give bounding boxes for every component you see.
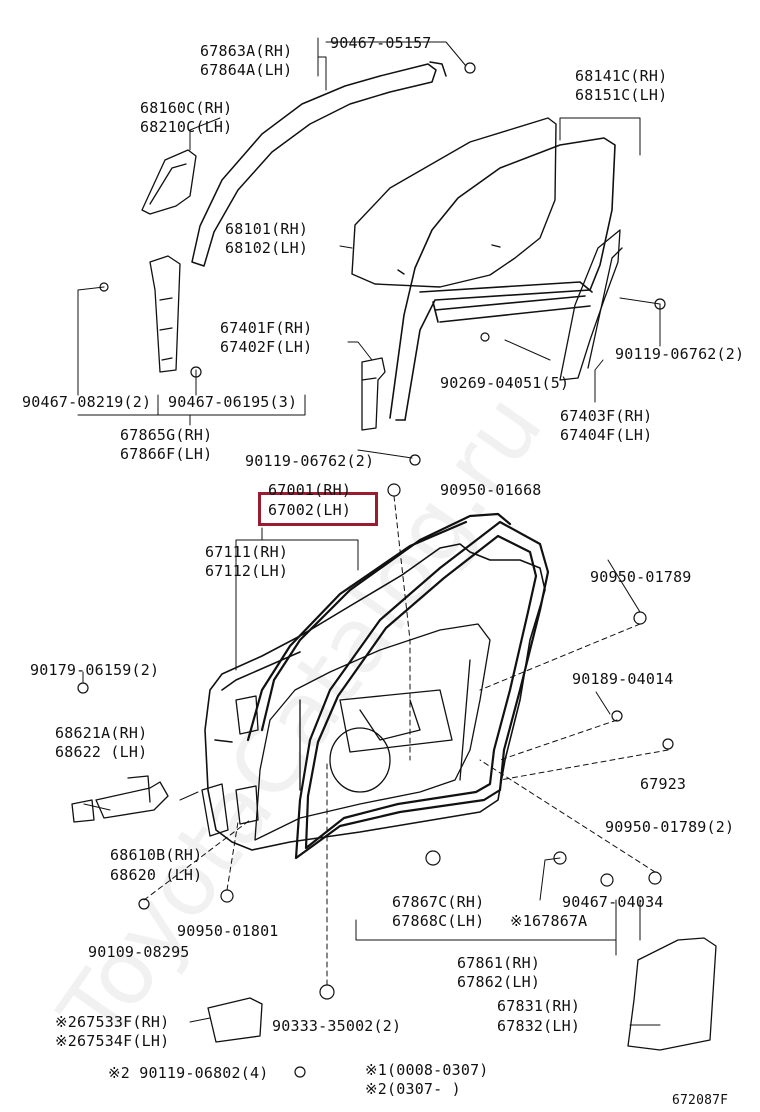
highlight-box [258,492,378,526]
label-90950-01668: 90950-01668 [440,481,542,499]
label-90467-04034: 90467-04034 [562,893,664,911]
label-67867a: ※167867A [510,912,588,930]
label-68610b: 68610B(RH) [110,846,203,864]
label-68151c: 68151C(LH) [575,86,668,104]
label-90269-04051: 90269-04051(5) [440,374,570,392]
division-bar [361,357,386,431]
leader-lines-lower-solid [82,527,661,1026]
label-68101: 68101(RH) [225,220,309,238]
label-67923: 67923 [640,775,687,793]
label-90189-04014: 90189-04014 [572,670,674,688]
footnote-1: ※1(0008-0307) [365,1061,489,1079]
label-90467-06195: 90467-06195(3) [168,393,298,411]
label-67002: 67002(LH) [268,501,352,519]
label-90467-05157: 90467-05157 [330,34,432,52]
hinges [201,695,259,837]
label-67862: 67862(LH) [457,973,541,991]
label-67864a: 67864A(LH) [200,61,293,79]
label-67001: 67001(RH) [268,481,352,499]
label-90119-06762-lower: 90119-06762(2) [245,452,375,470]
label-67832: 67832(LH) [497,1017,581,1035]
footnote-2: ※2(0307- ) [365,1080,461,1098]
label-68160c: 68160C(RH) [140,99,233,117]
label-90467-08219: 90467-08219(2) [22,393,152,411]
corner-piece [141,149,197,215]
label-90950-01789-2: 90950-01789(2) [605,818,735,836]
label-67861: 67861(RH) [457,954,541,972]
label-68102: 68102(LH) [225,239,309,257]
label-67111: 67111(RH) [205,543,289,561]
label-67867c: 67867C(RH) [392,893,485,911]
label-68622: 68622 (LH) [55,743,148,761]
label-90950-01801: 90950-01801 [177,922,279,940]
diagram-id: 672087F [672,1093,729,1108]
label-67404f: 67404F(LH) [560,426,653,444]
label-67533f: ※267533F(RH) [55,1013,170,1031]
label-90950-01789: 90950-01789 [590,568,692,586]
label-67868c: 67868C(LH) [392,912,485,930]
rear-run-channel [559,229,623,381]
top-molding [191,61,447,267]
label-68210c: 68210C(LH) [140,118,233,136]
rear-channel [149,255,181,373]
leader-lines-lower [143,495,669,986]
label-67112: 67112(LH) [205,562,289,580]
label-68620: 68620 (LH) [110,866,203,884]
window-glass [351,117,557,288]
label-67831: 67831(RH) [497,997,581,1015]
weatherstrip [246,512,550,860]
label-90119-06802: ※2 90119-06802(4) [108,1064,269,1082]
label-67402f: 67402F(LH) [220,338,313,356]
label-67403f: 67403F(RH) [560,407,653,425]
door-panel-inner [254,623,491,841]
door-panel-outer [204,543,546,851]
door-check [71,775,169,823]
label-90109-08295: 90109-08295 [88,943,190,961]
label-68141c: 68141C(RH) [575,67,668,85]
label-90333-35002: 90333-35002(2) [272,1017,402,1035]
label-67534f: ※267534F(LH) [55,1032,170,1050]
label-90179-06159: 90179-06159(2) [30,661,160,679]
label-67866f: 67866F(LH) [120,445,213,463]
label-67865g: 67865G(RH) [120,426,213,444]
label-67863a: 67863A(RH) [200,42,293,60]
lower-trim [207,937,717,1051]
label-90119-06762-upper: 90119-06762(2) [615,345,745,363]
label-68621a: 68621A(RH) [55,724,148,742]
window-frame-channel [389,137,616,421]
label-67401f: 67401F(RH) [220,319,313,337]
